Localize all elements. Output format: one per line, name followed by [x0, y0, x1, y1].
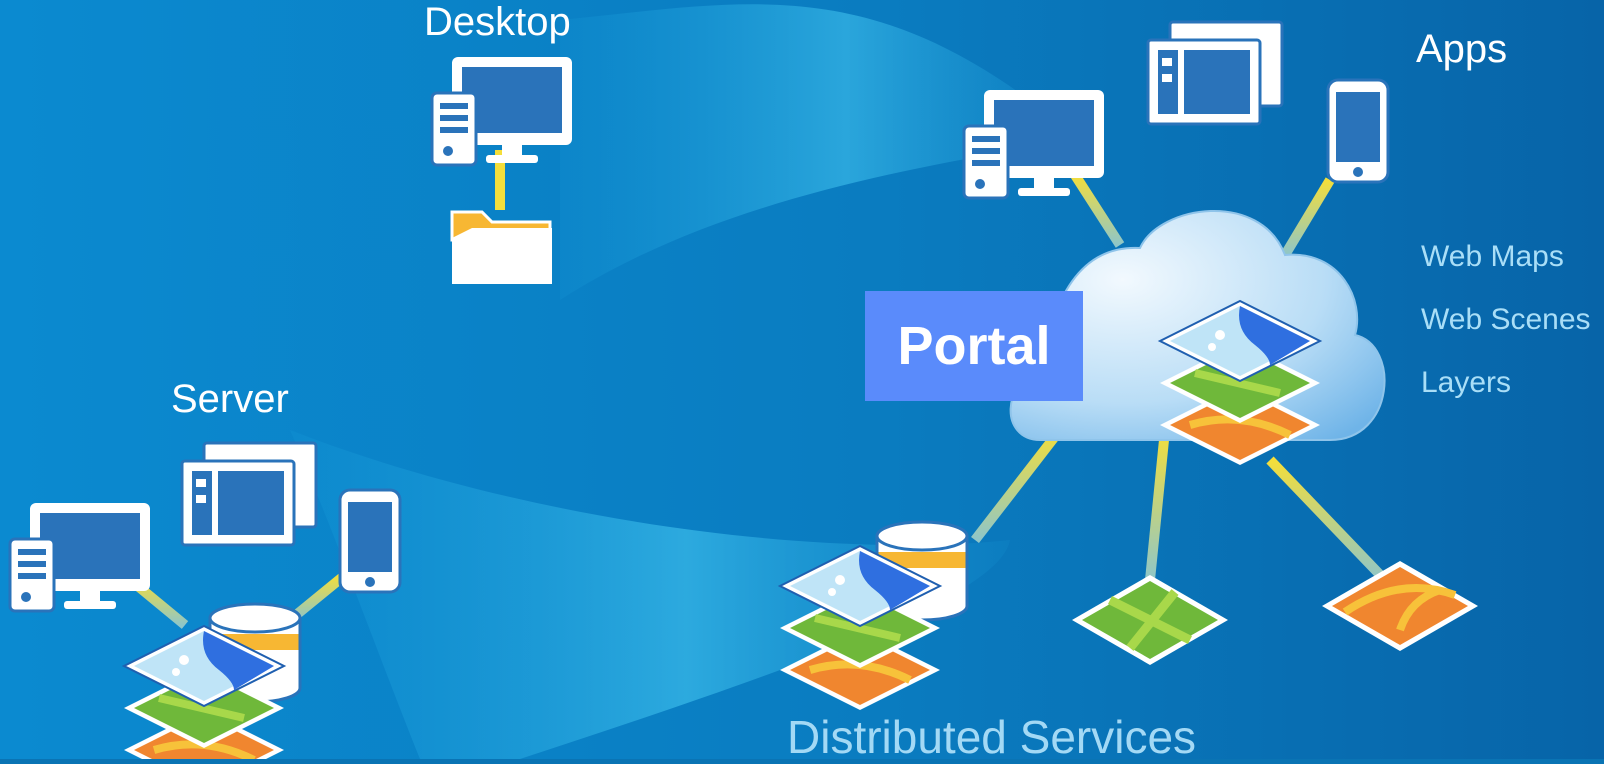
folder-icon — [450, 210, 552, 284]
apps-label: Apps — [1416, 27, 1508, 71]
service-connector — [971, 426, 1064, 544]
apps-connector — [1280, 177, 1335, 258]
portal-content-web-maps: Web Maps — [1421, 240, 1564, 273]
portal-box: Portal — [865, 291, 1083, 401]
map-tile-icon — [1322, 561, 1478, 651]
distributed-services-label: Distributed Services — [787, 711, 1197, 763]
phone-icon — [338, 488, 402, 594]
portal-content-layers: Layers — [1421, 366, 1512, 399]
service-connector — [1266, 456, 1389, 584]
service-connector — [1145, 429, 1170, 581]
apps-connector — [1070, 172, 1125, 248]
desktop-label: Desktop — [424, 0, 571, 44]
phone-icon — [1326, 78, 1390, 184]
map-tile-icon — [1072, 575, 1228, 665]
portal-content-web-scenes: Web Scenes — [1421, 303, 1591, 336]
server-connector — [286, 571, 349, 624]
portal-label: Portal — [897, 316, 1051, 376]
server-label: Server — [171, 377, 289, 421]
